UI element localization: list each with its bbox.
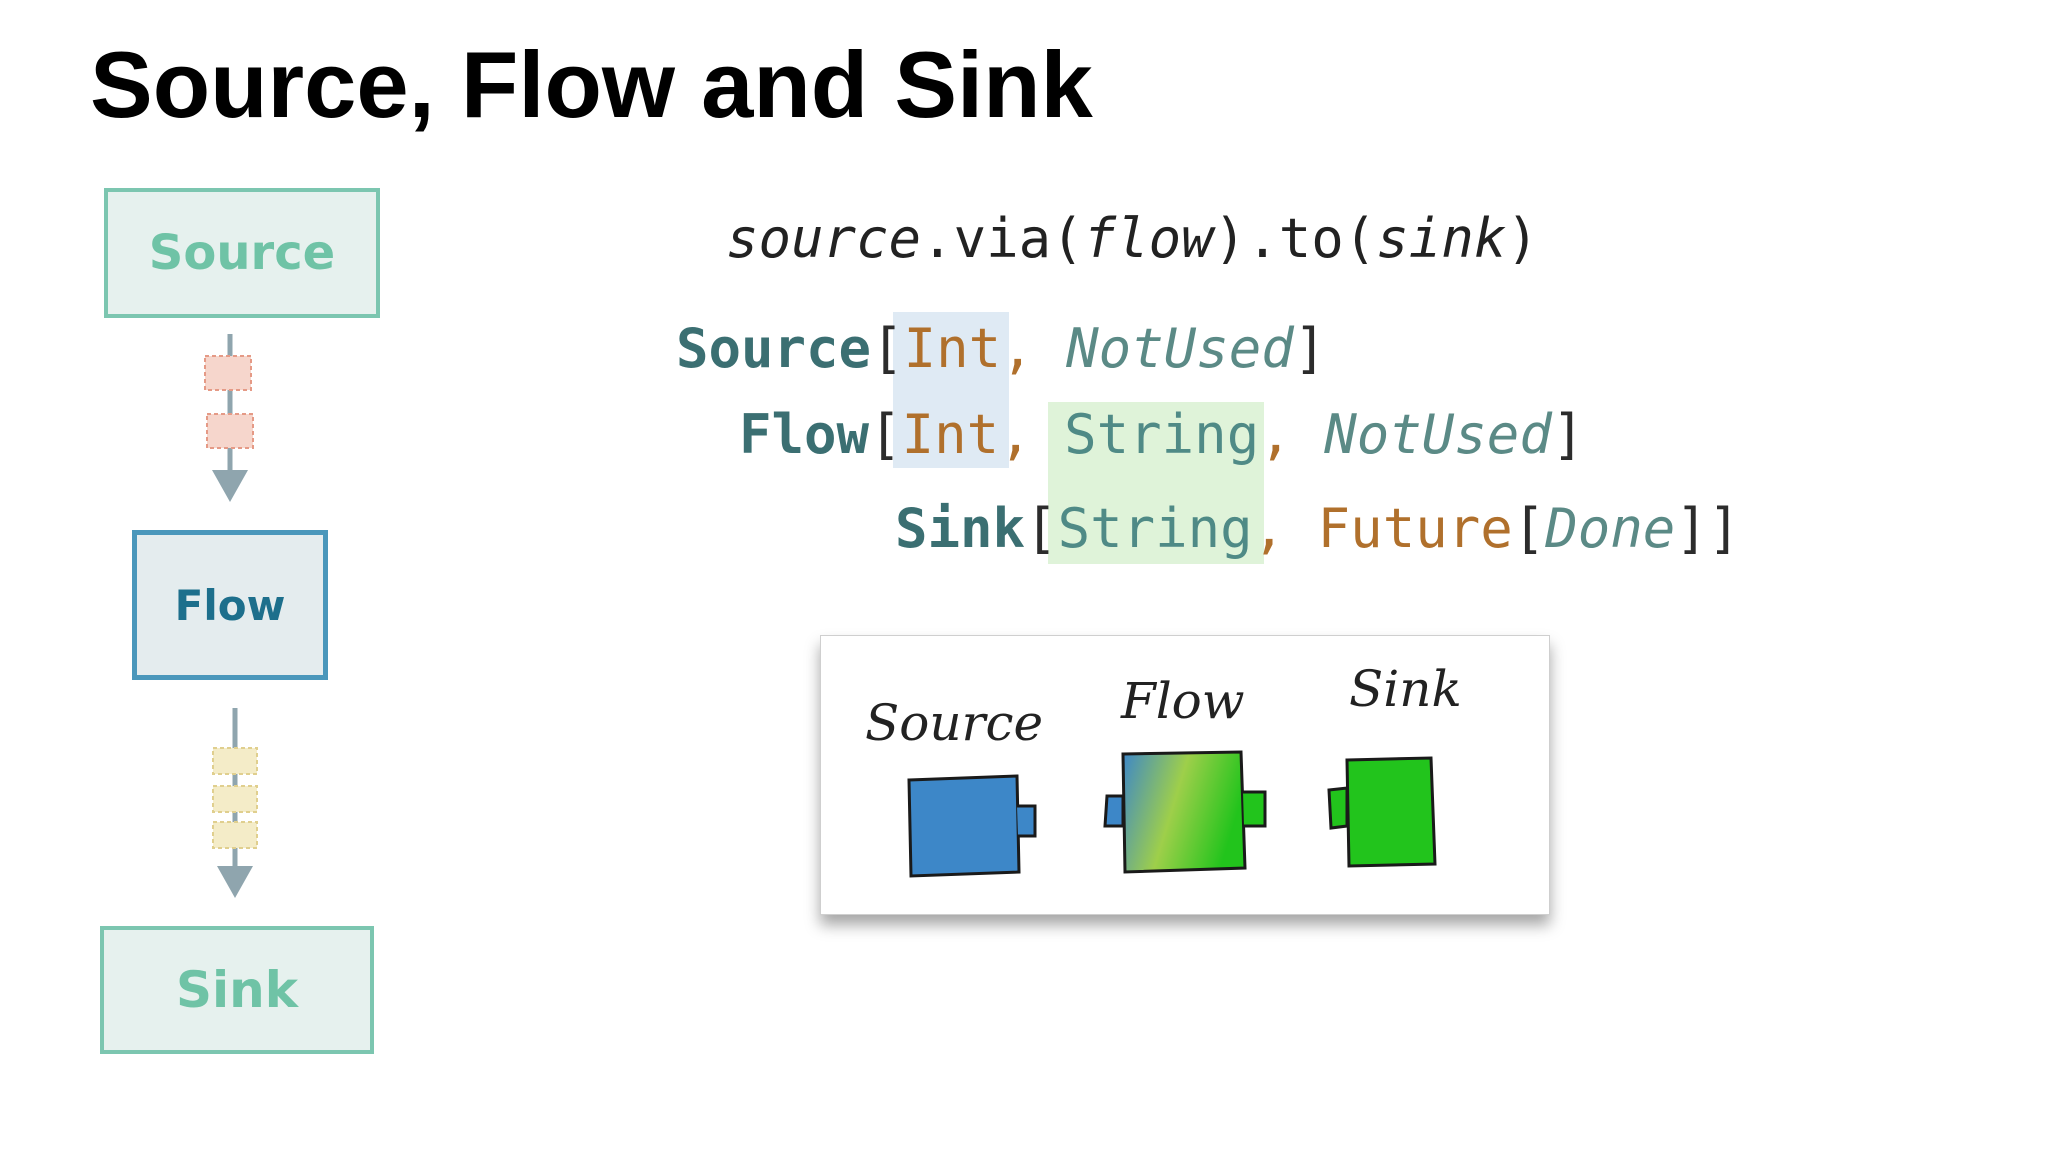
- code-type-done: Done: [1545, 497, 1676, 560]
- sketch-source-block: [907, 774, 1037, 878]
- code-bracket: [: [869, 403, 902, 466]
- code-line-flow-type: Flow[Int, String, NotUsed]: [739, 408, 1584, 462]
- code-type-int: Int: [901, 403, 1000, 466]
- sketch-flow-label: Flow: [1121, 672, 1245, 730]
- code-type-string: String: [1057, 497, 1253, 560]
- code-bracket: [: [1025, 497, 1058, 560]
- slide-title: Source, Flow and Sink: [90, 32, 1093, 137]
- sketch-shapes: [907, 750, 1437, 878]
- string-highlight: [1048, 402, 1264, 564]
- flow-box-label: Flow: [174, 580, 286, 630]
- code-sink-var: sink: [1376, 207, 1507, 270]
- source-box-label: Source: [148, 225, 336, 281]
- source-box: Source: [104, 188, 380, 318]
- red-packet: [204, 355, 252, 391]
- code-via: .via(: [921, 207, 1084, 270]
- code-comma: ,: [1259, 403, 1325, 466]
- code-bracket: ]: [1551, 403, 1585, 466]
- code-type-future: Future: [1317, 497, 1513, 560]
- code-line-pipeline: source.via(flow).to(sink): [726, 212, 1539, 266]
- source-flow-connector: [204, 334, 254, 502]
- code-source-keyword: Source: [676, 317, 872, 380]
- code-type-string: String: [1064, 403, 1260, 466]
- sketch-sink-label: Sink: [1349, 660, 1462, 718]
- down-arrow-icon: [212, 470, 248, 502]
- code-flow-keyword: Flow: [739, 403, 870, 466]
- code-bracket: ]: [1293, 317, 1327, 380]
- code-close: ): [1506, 207, 1539, 270]
- sink-box: Sink: [100, 926, 374, 1054]
- code-type-int: Int: [903, 317, 1002, 380]
- red-packet: [206, 413, 254, 449]
- code-comma: ,: [1252, 497, 1318, 560]
- yellow-packet: [212, 821, 258, 849]
- code-flow-var: flow: [1083, 207, 1214, 270]
- down-arrow-icon: [217, 866, 253, 898]
- code-bracket: ]]: [1675, 497, 1741, 560]
- sketch-sink-block: [1327, 756, 1437, 868]
- sink-box-label: Sink: [176, 961, 298, 1019]
- code-sink-keyword: Sink: [895, 497, 1026, 560]
- code-line-sink-type: Sink[String, Future[Done]]: [895, 502, 1740, 556]
- yellow-packet: [212, 785, 258, 813]
- code-source-var: source: [726, 207, 922, 270]
- code-type-notused: NotUsed: [1324, 403, 1552, 466]
- sketch-source-label: Source: [865, 694, 1044, 752]
- flow-box: Flow: [132, 530, 328, 680]
- code-type-notused: NotUsed: [1066, 317, 1294, 380]
- code-comma: ,: [1001, 317, 1067, 380]
- yellow-packet: [212, 747, 258, 775]
- flow-sink-connector: [212, 708, 258, 898]
- code-line-source-type: Source[Int, NotUsed]: [676, 322, 1326, 376]
- code-bracket: [: [1512, 497, 1546, 560]
- code-bracket: [: [871, 317, 904, 380]
- int-highlight: [893, 312, 1009, 468]
- sketch-flow-block: [1103, 750, 1267, 874]
- code-comma: ,: [999, 403, 1065, 466]
- sketch-panel: Source Flow Sink: [820, 635, 1550, 915]
- code-to: ).to(: [1213, 207, 1377, 270]
